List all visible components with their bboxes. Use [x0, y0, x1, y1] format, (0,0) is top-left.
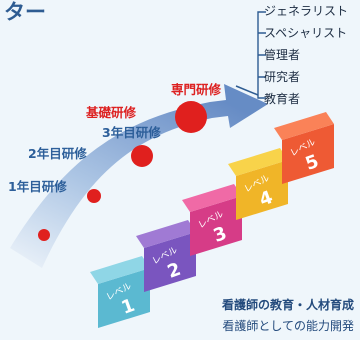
connector-line — [235, 85, 259, 96]
stair-top-4 — [228, 148, 288, 176]
stair-top-1 — [90, 256, 150, 284]
role-item-educator: 教育者 — [264, 92, 301, 106]
stair-front-4 — [236, 160, 288, 220]
footer-line-2: 看護師としての能力開発 — [222, 319, 354, 333]
stage-label-1: 1年目研修 — [8, 179, 67, 194]
stair-top-3 — [182, 184, 242, 212]
role-item-specialist: スペシャリスト — [264, 26, 348, 40]
stage-dot-1 — [38, 229, 50, 241]
role-bracket — [257, 11, 266, 99]
title-fragment: ター — [4, 0, 46, 24]
stair-front-3 — [190, 196, 242, 256]
stair-front-1 — [98, 268, 150, 328]
stage-dot-2 — [87, 189, 101, 203]
stage-label-4: 基礎研修 — [86, 105, 137, 120]
role-item-generalist: ジェネラリスト — [264, 4, 349, 18]
growth-arrow — [10, 84, 268, 268]
footer-line-1: 看護師の教育・人材育成 — [221, 298, 354, 312]
stage-label-5: 専門研修 — [171, 82, 222, 97]
stair-front-5 — [282, 124, 334, 184]
stage-label-3: 3年目研修 — [102, 125, 161, 140]
stage-dot-3 — [131, 145, 153, 167]
role-item-manager: 管理者 — [264, 48, 301, 62]
stair-front-2 — [144, 232, 196, 292]
role-item-researcher: 研究者 — [264, 70, 301, 84]
stair-top-5 — [274, 112, 334, 140]
stage-label-2: 2年目研修 — [28, 146, 87, 161]
stair-top-2 — [136, 220, 196, 248]
stage-dot-4 — [175, 101, 207, 133]
